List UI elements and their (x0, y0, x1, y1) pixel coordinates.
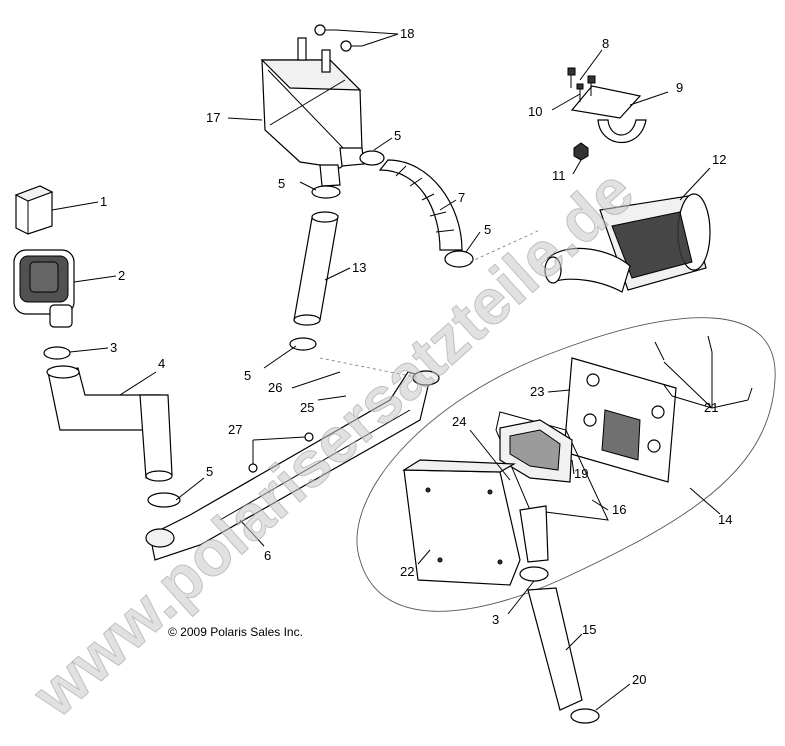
part-11-nut (573, 142, 589, 161)
callout-1: 1 (100, 194, 107, 209)
callout-labels: 1 2 3 4 5 5 5 5 5 6 7 8 9 10 11 12 13 14… (100, 26, 732, 687)
callout-5: 5 (244, 368, 251, 383)
part-23-baffle-plate (563, 357, 677, 483)
callout-18: 18 (400, 26, 414, 41)
part-5-clamp-housing (359, 150, 385, 166)
callout-24: 24 (452, 414, 466, 429)
callout-21: 21 (704, 400, 718, 415)
part-3-clamp-left (43, 346, 71, 360)
part-5-clamp-mid (311, 185, 341, 199)
part-1-block (14, 185, 54, 235)
callout-2: 2 (118, 268, 125, 283)
callout-20: 20 (632, 672, 646, 687)
callout-5: 5 (206, 464, 213, 479)
part-6-intake-tube (145, 370, 440, 561)
part-9-bracket (570, 85, 647, 144)
callout-12: 12 (712, 152, 726, 167)
callout-15: 15 (582, 622, 596, 637)
part-13-riser-tube (293, 211, 339, 326)
callout-27: 27 (228, 422, 242, 437)
callout-3: 3 (110, 340, 117, 355)
callout-7: 7 (458, 190, 465, 205)
callout-22: 22 (400, 564, 414, 579)
callout-16: 16 (612, 502, 626, 517)
leader-lines (51, 49, 749, 711)
part-5-clamp-hose (444, 250, 474, 268)
callout-3: 3 (492, 612, 499, 627)
part-7-hose (378, 159, 463, 251)
callout-19: 19 (574, 466, 588, 481)
part-12-filter (544, 193, 711, 293)
callout-14: 14 (718, 512, 732, 527)
part-15-drain-tube (527, 587, 583, 711)
callout-17: 17 (206, 110, 220, 125)
callout-26: 26 (268, 380, 282, 395)
part-2-cover (13, 249, 75, 328)
callout-5: 5 (278, 176, 285, 191)
part-19-foam (499, 419, 573, 483)
callout-9: 9 (676, 80, 683, 95)
callout-5: 5 (394, 128, 401, 143)
callout-6: 6 (264, 548, 271, 563)
part-3-clamp-lower (519, 566, 549, 582)
callout-5: 5 (484, 222, 491, 237)
part-8-bolts (567, 67, 596, 96)
part-18-screws (314, 24, 399, 52)
part-5-clamp-lower-left (147, 492, 181, 508)
callout-23: 23 (530, 384, 544, 399)
callout-4: 4 (158, 356, 165, 371)
part-17-housing (260, 37, 365, 187)
assembly-guide-line (319, 229, 541, 379)
part-20-clamp (570, 708, 600, 724)
part-24-drain-stub (519, 505, 549, 563)
copyright-text: © 2009 Polaris Sales Inc. (168, 625, 303, 639)
part-22-box (401, 459, 521, 586)
callout-25: 25 (300, 400, 314, 415)
part-4-elbow-duct (46, 365, 173, 482)
part-16-gasket (495, 411, 609, 521)
callout-8: 8 (602, 36, 609, 51)
part-5-clamp-riser (289, 337, 317, 351)
callout-13: 13 (352, 260, 366, 275)
callout-11: 11 (552, 168, 566, 183)
part-21-screws (654, 335, 753, 401)
callout-10: 10 (528, 104, 542, 119)
part-14-boundary (356, 317, 776, 612)
